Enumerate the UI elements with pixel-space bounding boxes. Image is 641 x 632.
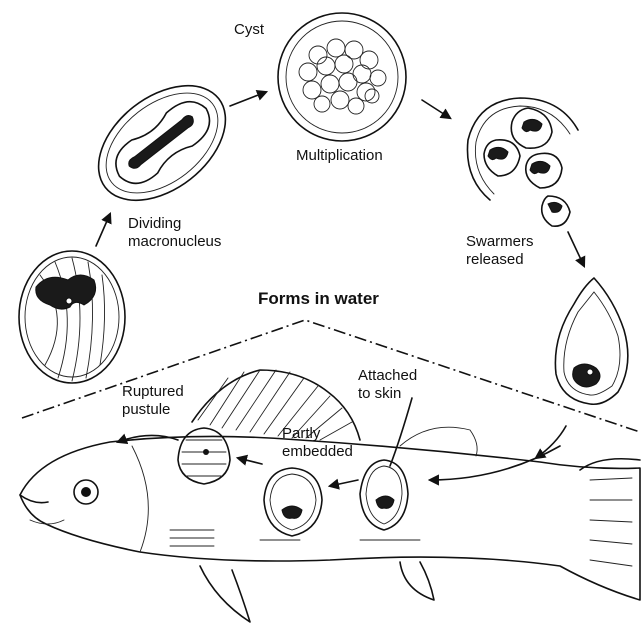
cyst-label: Cyst [234, 21, 265, 38]
dividing-cell [77, 62, 247, 223]
fish-body [20, 436, 640, 600]
ruptured-label-line1: Ruptured [122, 383, 184, 400]
partly-label-line1: Partly [282, 425, 321, 442]
forms-in-water-divider [22, 320, 640, 432]
swarmers-label-line2: released [466, 251, 524, 268]
ruptured-label-line2: pustule [122, 401, 170, 418]
forms-in-water-title: Forms in water [258, 289, 379, 308]
attached-label-line1: Attached [358, 367, 417, 384]
dividing-label-line2: macronucleus [128, 233, 221, 250]
trophont-cell [19, 251, 125, 383]
attached-label-line2: to skin [358, 385, 401, 402]
multiplication-label: Multiplication [296, 147, 383, 164]
partly-label-line2: embedded [282, 443, 353, 460]
horseshoe-macronucleus [36, 275, 96, 309]
pelvic-fin [400, 562, 434, 600]
theront-cell [555, 278, 627, 404]
ruptured-cyst [467, 98, 578, 226]
tomite-cluster [299, 39, 386, 114]
attached-trophont [360, 460, 408, 530]
dorsal-fin [192, 370, 360, 440]
cyst [278, 13, 406, 141]
swarmers-label-line1: Swarmers [466, 233, 534, 250]
partly-embedded-trophont [264, 468, 322, 536]
dividing-label-line1: Dividing [128, 215, 181, 232]
host-fish [20, 370, 640, 622]
theront-macronucleus [573, 364, 600, 387]
swarmer-cells [484, 108, 570, 226]
fish-mouth [20, 495, 48, 503]
pectoral-fin [200, 566, 250, 622]
